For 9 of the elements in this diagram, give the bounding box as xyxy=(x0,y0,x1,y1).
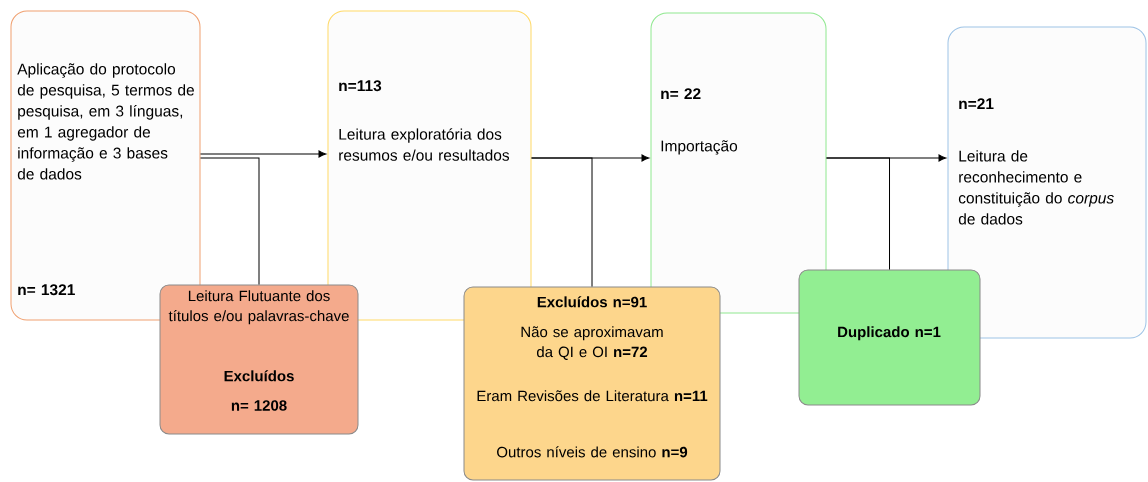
process-box: n=21 Leitura de reconhecimento e constituição do corpus de dados xyxy=(947,26,1147,339)
arrow xyxy=(200,150,327,158)
exclusion-box: Duplicado n=1 xyxy=(798,269,981,406)
exclusion-box: Leitura Flutuante dos títulos e/ou palavras-chave Excluídos n= 1208 xyxy=(159,284,359,435)
process-box: n= 22 Importação xyxy=(650,12,827,314)
branch-line xyxy=(531,157,593,287)
branch-line xyxy=(826,157,890,270)
branch-line xyxy=(200,157,260,285)
exclusion-box: Excluídos n=91 Não se aproximavam da QI e OI n=72 Eram Revisões de Literatura n=11 Outros níveis de ensino n=9 xyxy=(463,286,721,481)
